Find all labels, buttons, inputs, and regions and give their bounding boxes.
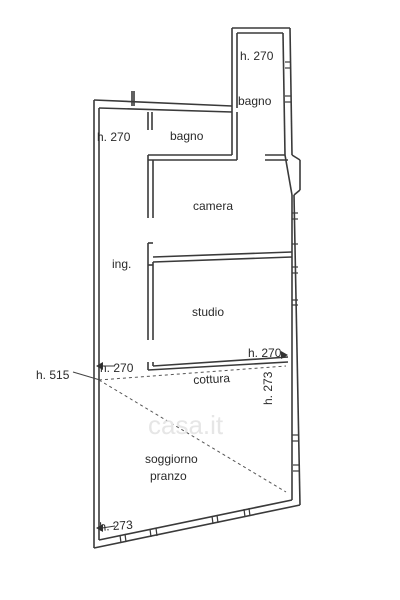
windows-right <box>285 61 299 472</box>
room-label-cottura: cottura <box>192 371 231 387</box>
room-label-ing: ing. <box>112 257 132 271</box>
room-label-camera: camera <box>193 199 234 213</box>
room-label-soggiorno: soggiorno <box>145 452 198 466</box>
height-label-273-right: h. 273 <box>261 371 275 405</box>
arrow-marks <box>96 351 288 532</box>
height-label-bagno-top: h. 270 <box>240 49 274 63</box>
room-label-bagno-top: bagno <box>238 94 272 108</box>
height-label-cottura-left: h. 270 <box>100 361 134 375</box>
outer-walls <box>93 27 301 549</box>
height-label-bagno-left: h. 270 <box>97 130 131 144</box>
watermark: casa.it <box>148 410 224 440</box>
dimension-marks <box>101 365 116 529</box>
room-label-studio: studio <box>192 305 225 319</box>
h515-leader <box>72 371 101 381</box>
room-label-bagno-left: bagno <box>170 129 204 143</box>
height-diagonals <box>98 365 287 493</box>
interior-walls <box>131 91 293 371</box>
height-label-273-bottom: h. 273 <box>98 517 134 534</box>
height-label-cottura-right: h. 270 <box>248 346 282 360</box>
room-label-pranzo: pranzo <box>150 469 187 483</box>
windows-bottom <box>119 507 251 544</box>
height-label-515: h. 515 <box>36 368 70 382</box>
